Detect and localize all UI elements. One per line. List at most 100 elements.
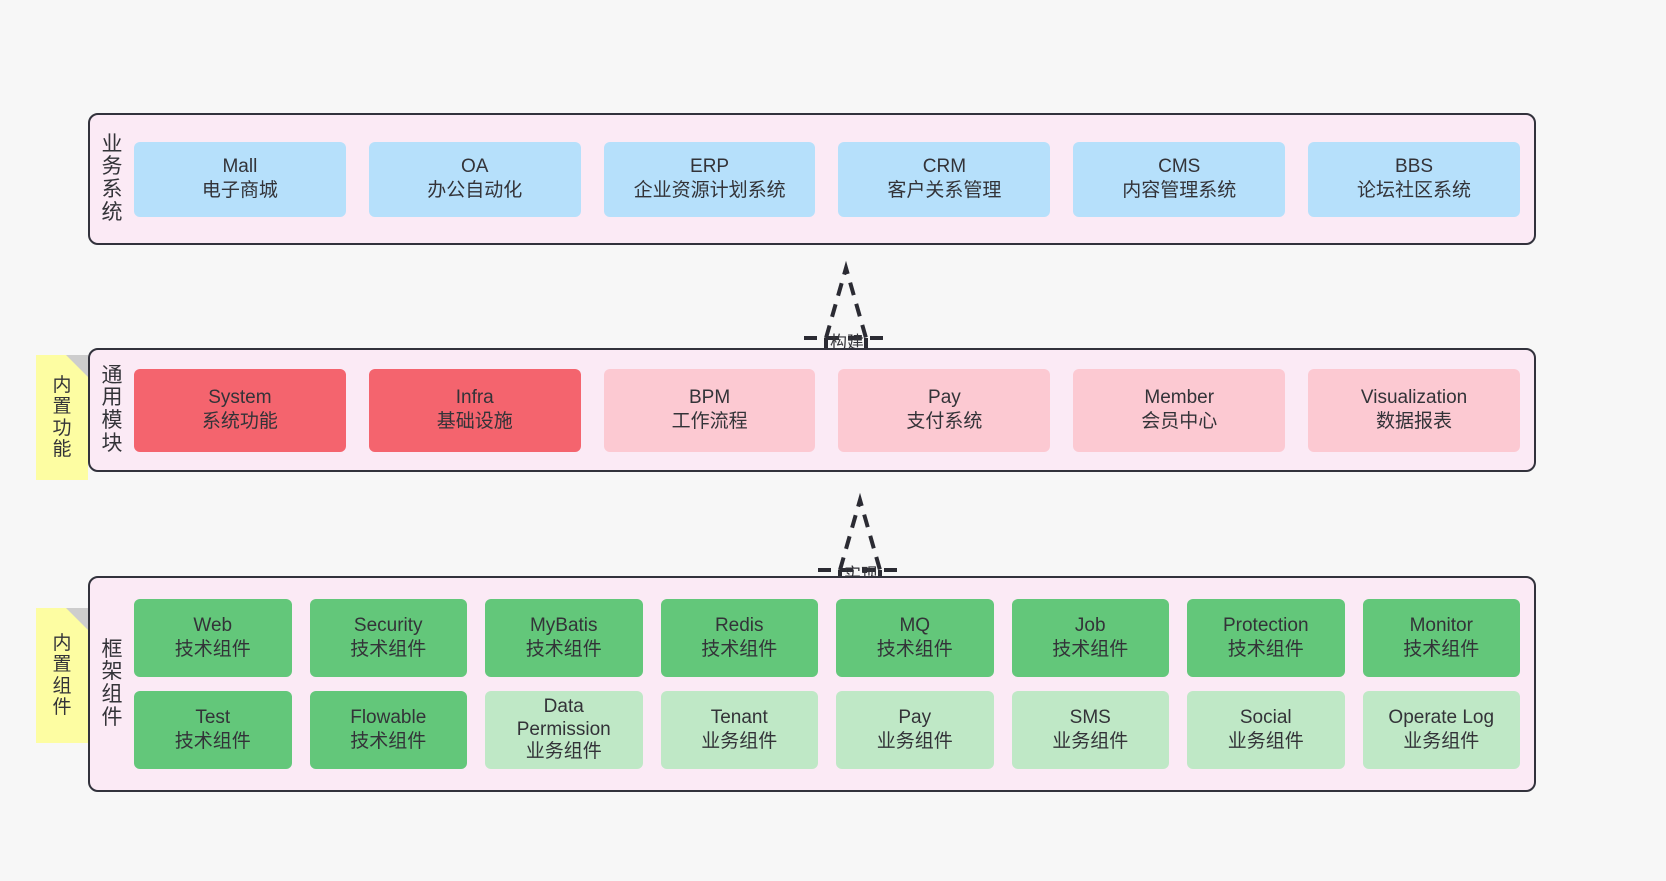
node-data-permission-title: Data Permission	[516, 695, 611, 740]
sticky-note-builtin-components-text: 内置组件	[52, 632, 72, 718]
node-tenant-desc: 业务组件	[701, 731, 778, 752]
node-web-desc: 技术组件	[174, 639, 251, 660]
node-job[interactable]: Job 技术组件	[1011, 599, 1169, 677]
node-test-desc: 技术组件	[174, 731, 251, 752]
node-test-title: Test	[195, 706, 231, 728]
node-monitor-desc: 技术组件	[1403, 639, 1480, 660]
node-tenant-title: Tenant	[710, 706, 768, 728]
node-row-biz-components: Test 技术组件 Flowable 技术组件 Data Permission …	[134, 691, 1520, 769]
node-pay-module-desc: 支付系统	[906, 411, 983, 432]
node-row-common-modules: System 系统功能 Infra 基础设施 BPM 工作流程 Pay 支付系统…	[134, 368, 1520, 452]
node-security[interactable]: Security 技术组件	[309, 599, 467, 677]
layer-body-common-module: System 系统功能 Infra 基础设施 BPM 工作流程 Pay 支付系统…	[134, 350, 1534, 470]
node-protection[interactable]: Protection 技术组件	[1187, 599, 1345, 677]
node-social-desc: 业务组件	[1227, 731, 1304, 752]
node-oa[interactable]: OA 办公自动化	[368, 141, 581, 217]
node-web-title: Web	[193, 614, 233, 636]
node-bbs-title: BBS	[1395, 155, 1434, 177]
node-pay-module-title: Pay	[928, 386, 961, 408]
node-redis[interactable]: Redis 技术组件	[660, 599, 818, 677]
layer-body-framework-components: Web 技术组件 Security 技术组件 MyBatis 技术组件 Redi…	[134, 578, 1534, 790]
node-cms[interactable]: CMS 内容管理系统	[1073, 141, 1286, 217]
node-pay-component-desc: 业务组件	[876, 731, 953, 752]
node-test[interactable]: Test 技术组件	[134, 691, 292, 769]
layer-label-business-system: 业务系统	[90, 115, 134, 243]
node-operate-log-desc: 业务组件	[1403, 731, 1480, 752]
node-social[interactable]: Social 业务组件	[1187, 691, 1345, 769]
node-protection-title: Protection	[1222, 614, 1309, 636]
node-infra[interactable]: Infra 基础设施	[368, 368, 581, 452]
node-cms-desc: 内容管理系统	[1122, 180, 1237, 201]
node-pay-module[interactable]: Pay 支付系统	[838, 368, 1051, 452]
node-social-title: Social	[1239, 706, 1292, 728]
node-mall-desc: 电子商城	[201, 180, 278, 201]
node-erp-title: ERP	[690, 155, 730, 177]
node-mybatis-desc: 技术组件	[525, 639, 602, 660]
node-flowable-desc: 技术组件	[350, 731, 427, 752]
node-visualization-title: Visualization	[1360, 386, 1468, 408]
node-bpm-desc: 工作流程	[671, 411, 748, 432]
node-monitor[interactable]: Monitor 技术组件	[1362, 599, 1520, 677]
page-fold-icon	[66, 355, 88, 377]
node-mall[interactable]: Mall 电子商城	[134, 141, 346, 217]
page-fold-icon	[66, 608, 88, 630]
node-crm[interactable]: CRM 客户关系管理	[838, 141, 1051, 217]
node-infra-title: Infra	[455, 386, 494, 408]
node-job-desc: 技术组件	[1052, 639, 1129, 660]
node-mybatis[interactable]: MyBatis 技术组件	[485, 599, 643, 677]
layer-label-common-module: 通用模块	[90, 350, 134, 470]
node-member-title: Member	[1144, 386, 1215, 408]
node-data-permission[interactable]: Data Permission 业务组件	[485, 691, 643, 769]
node-bpm[interactable]: BPM 工作流程	[603, 368, 816, 452]
node-erp[interactable]: ERP 企业资源计划系统	[603, 141, 816, 217]
node-security-desc: 技术组件	[350, 639, 427, 660]
node-data-permission-desc: 业务组件	[525, 741, 602, 763]
node-mybatis-title: MyBatis	[529, 614, 598, 636]
layer-label-common-module-text: 通用模块	[101, 363, 123, 455]
node-operate-log-title: Operate Log	[1388, 706, 1495, 728]
node-mq-desc: 技术组件	[876, 639, 953, 660]
node-bbs[interactable]: BBS 论坛社区系统	[1308, 141, 1520, 217]
sticky-note-builtin-features-text: 内置功能	[52, 374, 72, 460]
connector-build: 构建	[756, 258, 936, 352]
node-oa-desc: 办公自动化	[427, 180, 523, 201]
node-system-desc: 系统功能	[201, 411, 278, 432]
node-web[interactable]: Web 技术组件	[134, 599, 292, 677]
node-visualization-desc: 数据报表	[1376, 411, 1453, 432]
node-flowable[interactable]: Flowable 技术组件	[309, 691, 467, 769]
sticky-note-builtin-features: 内置功能	[36, 355, 88, 480]
node-member[interactable]: Member 会员中心	[1073, 368, 1286, 452]
node-pay-component[interactable]: Pay 业务组件	[836, 691, 994, 769]
node-row-business-systems: Mall 电子商城 OA 办公自动化 ERP 企业资源计划系统 CRM 客户关系…	[134, 141, 1520, 217]
node-infra-desc: 基础设施	[436, 411, 513, 432]
layer-label-framework-components: 框架组件	[90, 578, 134, 790]
node-mq-title: MQ	[899, 614, 931, 636]
node-job-title: Job	[1074, 614, 1106, 636]
layer-body-business-system: Mall 电子商城 OA 办公自动化 ERP 企业资源计划系统 CRM 客户关系…	[134, 115, 1534, 243]
node-bpm-title: BPM	[688, 386, 731, 408]
node-tenant[interactable]: Tenant 业务组件	[660, 691, 818, 769]
node-system[interactable]: System 系统功能	[134, 368, 346, 452]
node-sms-title: SMS	[1069, 706, 1111, 728]
node-crm-title: CRM	[922, 155, 967, 177]
node-system-title: System	[208, 386, 272, 408]
connector-implement: 实现	[770, 490, 950, 584]
node-flowable-title: Flowable	[350, 706, 427, 728]
node-erp-desc: 企业资源计划系统	[633, 180, 786, 201]
connector-build-label: 构建	[830, 333, 864, 352]
node-cms-title: CMS	[1158, 155, 1201, 177]
node-pay-component-title: Pay	[898, 706, 932, 728]
node-monitor-title: Monitor	[1409, 614, 1473, 636]
node-mq[interactable]: MQ 技术组件	[836, 599, 994, 677]
node-visualization[interactable]: Visualization 数据报表	[1308, 368, 1520, 452]
node-bbs-desc: 论坛社区系统	[1357, 180, 1472, 201]
node-row-tech-components: Web 技术组件 Security 技术组件 MyBatis 技术组件 Redi…	[134, 599, 1520, 677]
node-redis-title: Redis	[714, 614, 764, 636]
node-sms[interactable]: SMS 业务组件	[1011, 691, 1169, 769]
node-oa-title: OA	[461, 155, 489, 177]
layer-common-module: 通用模块 System 系统功能 Infra 基础设施 BPM 工作流程 Pay	[88, 348, 1536, 472]
sticky-note-builtin-components: 内置组件	[36, 608, 88, 743]
node-operate-log[interactable]: Operate Log 业务组件	[1362, 691, 1520, 769]
layer-framework-components: 框架组件 Web 技术组件 Security 技术组件 MyBatis 技术组件…	[88, 576, 1536, 792]
